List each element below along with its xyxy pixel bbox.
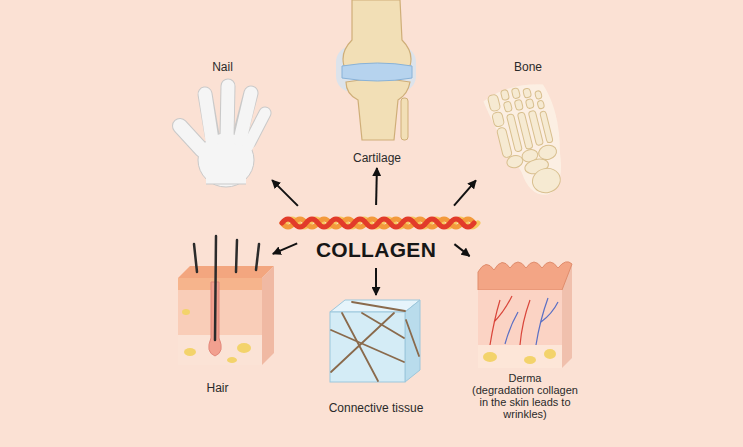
blood-vessels-part [505, 298, 558, 345]
hand-fingers-part [205, 94, 212, 140]
tibia-bone [346, 79, 410, 140]
hair-strands [194, 236, 259, 340]
cartilage-disc [342, 63, 412, 81]
arrow-connector [454, 180, 476, 205]
tissue-node: Derma(degradation collagen in the skin l… [472, 258, 578, 420]
fat-cells-part [524, 356, 536, 364]
tissue-label: Cartilage [353, 151, 401, 165]
arrow-connector [375, 168, 378, 205]
tissue-label: Nail [212, 60, 233, 74]
fat-cells-part [182, 309, 190, 315]
arrow-connector [375, 268, 377, 295]
foot-bones-part [535, 90, 543, 99]
hair-strands-part [215, 236, 216, 340]
foot-bones-part [506, 154, 524, 170]
hand-fingers-part [227, 86, 228, 140]
derma-block [478, 262, 572, 368]
foot-silhouette [482, 79, 574, 204]
foot-bones-part [525, 99, 534, 109]
fibula-bone [401, 98, 408, 140]
dermis-layer [178, 290, 262, 335]
arrow-connector [454, 244, 469, 256]
tissue-label: (degradation collagen in the skin leads … [472, 384, 578, 420]
hair-skin-block [178, 236, 274, 365]
hair-strands-part [236, 240, 237, 272]
fiber-strand [282, 219, 474, 227]
collagen-fibers-part [406, 320, 419, 356]
foot-bones-part [492, 111, 505, 127]
collagen-fibers-part [362, 313, 404, 338]
foot-bones-part [530, 165, 563, 195]
collagen-hub: COLLAGEN [300, 208, 452, 265]
tissue-label: Derma [508, 372, 541, 384]
hand-illustration [180, 86, 265, 187]
foot-bones [487, 81, 566, 201]
hair-strands-part [256, 244, 259, 270]
fiber-strand [282, 219, 474, 227]
foot-illustration [482, 79, 574, 204]
knee-illustration [336, 0, 416, 140]
fat-cells-part [227, 357, 237, 363]
femur-bone [343, 0, 411, 71]
tissue-label: Bone [514, 60, 542, 74]
tissue-node: Connective tissue [325, 298, 427, 415]
hair-strands-part [194, 244, 197, 272]
collagen-fibers-part [342, 313, 378, 381]
foot-bones-part [500, 89, 509, 100]
hand-outline-part [180, 126, 202, 150]
cube-side [405, 300, 420, 382]
collagen-fibers [331, 302, 419, 381]
hand-fingers-part [180, 126, 202, 150]
tissue-label: Hair [206, 381, 228, 395]
blood-vessels-part [490, 296, 530, 345]
fat-cells-part [544, 349, 556, 359]
collagen-fiber [282, 219, 478, 227]
dermis-layer [478, 290, 562, 345]
foot-bones-part [540, 111, 554, 144]
hand-outline [180, 86, 265, 150]
blood-vessels [490, 296, 558, 345]
fat-cells [483, 349, 556, 364]
arrow-connector [273, 243, 297, 253]
fat-cells-part [483, 352, 497, 362]
palm-base [206, 150, 246, 184]
foot-bones-part [511, 88, 520, 99]
foot-bones-part [537, 100, 545, 109]
fat-cells-part [237, 343, 251, 353]
hypodermis-layer [478, 345, 562, 368]
block-top [178, 266, 274, 278]
epidermis-layer [478, 262, 572, 290]
tissue-label: Connective tissue [329, 401, 424, 415]
connective-cube [330, 300, 420, 382]
collagen-fibers-part [331, 313, 394, 372]
hand-fingers-part [248, 113, 265, 146]
arrow-connector [272, 180, 298, 206]
epidermis-layer [178, 278, 262, 290]
tissue-node: Cartilage [335, 0, 419, 165]
block-side [262, 266, 274, 365]
collagen-fibers-part [352, 302, 405, 311]
cube-front [330, 312, 405, 382]
hand-fingers [180, 86, 265, 150]
collagen-fibers-part [331, 330, 404, 362]
fat-cells-part [184, 348, 196, 356]
tissue-node: Hair [165, 255, 270, 395]
hub-title: COLLAGEN [316, 238, 436, 262]
tissue-node: Bone [478, 60, 578, 178]
foot-bones-part [487, 94, 501, 112]
tissue-node: Nail [175, 60, 270, 178]
foot-bones-part [503, 101, 512, 112]
foot-bones-part [523, 88, 532, 98]
foot-bones-part [514, 99, 523, 110]
wrist-line [206, 184, 246, 185]
